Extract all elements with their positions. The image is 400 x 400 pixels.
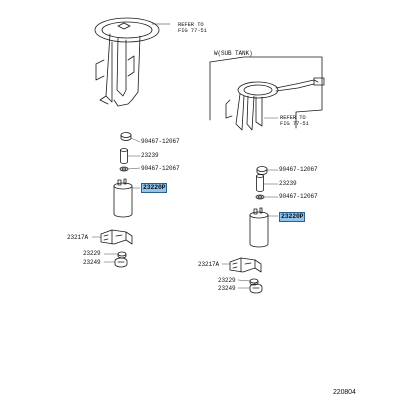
right-filter-part-number[interactable]: 23239 [279,180,297,187]
left-seal-top [120,132,141,143]
right-sub-tank-frame [209,56,323,129]
left-cushion [103,251,127,259]
left-seal-bottom [119,166,141,172]
right-seal-bottom-part-number[interactable]: 90467-12067 [279,193,318,200]
left-refer-label-line1: REFER TO [178,21,204,28]
left-pump [113,178,141,218]
left-refer-label-line2: FIG 77-51 [178,27,207,34]
left-bracket-assembly [94,17,171,107]
right-sub-tank-bracket [225,77,325,131]
right-seal-top [256,166,279,175]
right-seal-bottom [255,194,279,200]
right-bracket-part-number[interactable]: 23217A [198,261,220,268]
left-filter-part-number[interactable]: 23239 [141,152,159,159]
right-cushion-part-number[interactable]: 23229 [218,277,236,284]
right-pump [249,207,279,248]
right-filter [256,174,279,192]
left-filter [120,148,141,164]
left-bracket-part-number[interactable]: 23217A [67,234,89,241]
right-pump-part-number[interactable]: 23220P [279,212,306,222]
left-pump-part-number[interactable]: 23220P [141,183,168,193]
right-clip [237,283,263,294]
right-cushion [237,278,259,286]
left-clip [103,257,128,268]
right-seal-top-part-number[interactable]: 90467-12067 [279,166,318,173]
right-group-title: W(SUB TANK) [214,50,253,57]
right-clip-part-number[interactable]: 23249 [218,285,236,292]
left-seal-top-part-number[interactable]: 90467-12067 [141,138,180,145]
right-refer-label-line1: REFER TO [280,114,306,121]
left-cushion-part-number[interactable]: 23229 [83,250,101,257]
left-clip-part-number[interactable]: 23249 [83,259,101,266]
diagram-number: 220804 [333,389,356,396]
left-seal-bottom-part-number[interactable]: 90467-12067 [141,165,180,172]
right-bracket [221,257,262,273]
right-refer-label-line2: FIG 77-51 [280,120,309,127]
left-bracket [91,229,133,245]
